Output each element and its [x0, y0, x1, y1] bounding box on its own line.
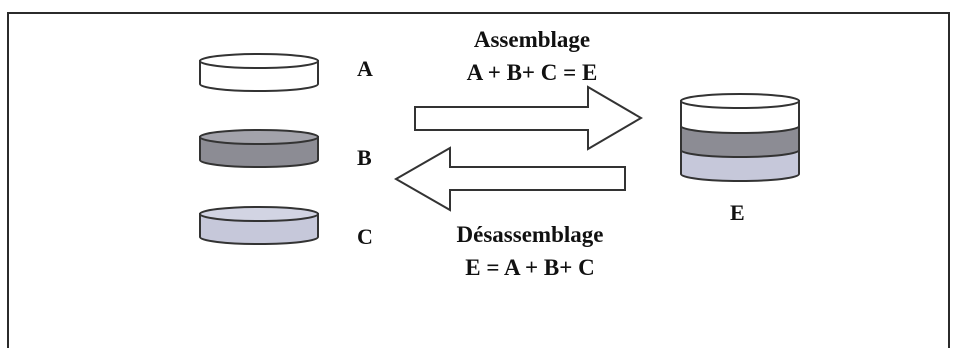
label-a: A [357, 56, 373, 81]
stack-e [680, 93, 800, 182]
disk-c [199, 206, 319, 245]
diagram-frame [7, 12, 950, 348]
label-e: E [730, 200, 745, 225]
label-b: B [357, 145, 372, 170]
disassembly-title: Désassemblage [456, 222, 604, 247]
assembly-arrow [414, 85, 643, 151]
disk-b [199, 129, 319, 168]
disassembly-arrow [393, 146, 626, 212]
disassembly-equation: E = A + B+ C [465, 255, 595, 280]
assembly-equation: A + B+ C = E [466, 60, 598, 85]
label-c: C [357, 224, 373, 249]
disk-a [199, 53, 319, 92]
assembly-title: Assemblage [473, 27, 591, 52]
